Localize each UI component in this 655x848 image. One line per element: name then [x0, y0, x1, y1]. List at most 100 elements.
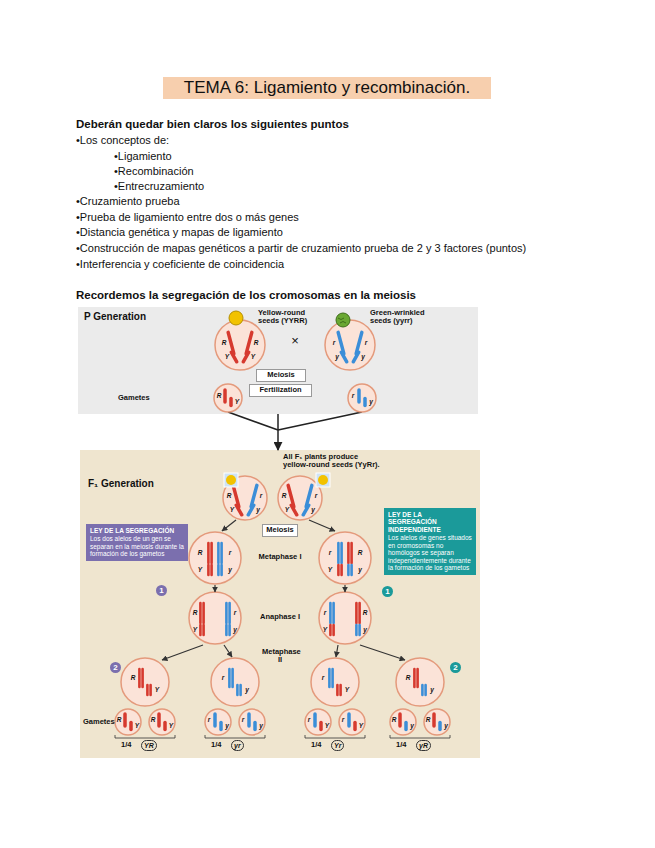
fertilization-line: [278, 412, 362, 430]
cell: [239, 709, 265, 735]
fraction-label: 1/4: [211, 741, 221, 750]
bullet-item: •Ligamiento: [114, 150, 172, 163]
figure-label: All F₁ plants produce yellow-round seeds…: [283, 453, 383, 470]
cell-outline: [339, 709, 365, 735]
cell: [211, 658, 259, 706]
allele-letter: Y: [227, 506, 237, 514]
cell-outline: [305, 709, 331, 735]
allele-letter: R: [195, 549, 205, 557]
fraction-label: 1/4: [311, 741, 321, 750]
chromosome: [336, 685, 339, 695]
chromosome: [199, 603, 202, 623]
chromosome: [243, 352, 249, 362]
process-arrow: [162, 645, 203, 660]
cell: [189, 532, 241, 584]
cell: [319, 532, 371, 584]
chromosome: [413, 669, 416, 687]
allele-letter: R: [423, 716, 433, 724]
callout-number: 1: [156, 585, 167, 596]
chromosome: [291, 505, 297, 515]
chromosome: [228, 332, 234, 353]
yellow-seed: [226, 475, 236, 485]
cell-outline: [214, 384, 242, 412]
box-heading: Fertilization: [252, 386, 309, 395]
cell-outline: [211, 658, 259, 706]
allele-letter: y: [332, 353, 342, 361]
allele-letter: r: [218, 674, 228, 682]
chromosome: [138, 669, 141, 687]
chromosome: [199, 625, 202, 635]
yellow-seed: [318, 475, 328, 485]
box-body: Los dos alelos de un gen se separan en l…: [90, 535, 184, 557]
allele-letter: y: [242, 686, 252, 694]
chromosome: [358, 625, 361, 635]
chromosome: [353, 352, 359, 362]
heading-text: Recordemos la segregación de los cromoso…: [76, 289, 416, 302]
allele-letter: R: [214, 392, 224, 400]
allele-letter: R: [224, 492, 234, 500]
chromosome: [236, 685, 239, 695]
allele-letter: r: [238, 716, 248, 724]
seed-frame: [316, 473, 330, 487]
allele-letter: R: [148, 716, 158, 724]
box-heading: Meiosis: [265, 526, 295, 535]
allele-letter: Y: [356, 722, 366, 730]
chromosome: [416, 669, 419, 687]
allele-letter: Y: [166, 722, 176, 730]
chromosome: [357, 390, 361, 402]
chromosome: [340, 543, 343, 563]
chromosome: [220, 543, 223, 563]
chromosome: [233, 485, 239, 506]
gamete-genotype: yr: [231, 740, 244, 751]
chromosome: [246, 332, 252, 353]
figure-label: Gametes: [118, 394, 158, 402]
allele-letter: y: [407, 722, 417, 730]
bracket: [390, 735, 450, 738]
process-arrow: [222, 520, 236, 531]
allele-letter: Y: [190, 626, 200, 634]
chromosome: [220, 565, 223, 575]
allele-letter: R: [403, 674, 413, 682]
chromosome: [421, 685, 424, 695]
cell: [319, 592, 371, 644]
panel-ground: [78, 307, 478, 414]
allele-letter: r: [225, 549, 235, 557]
cell-outline: [189, 532, 241, 584]
allele-letter: r: [304, 716, 314, 724]
cell-outline: [424, 709, 450, 735]
chromosome: [329, 625, 332, 635]
seed-frame: [224, 473, 238, 487]
cell-outline: [189, 592, 241, 644]
allele-letter: y: [427, 686, 437, 694]
chromosome: [356, 332, 362, 353]
chromosome: [306, 485, 312, 506]
chromosome: [239, 685, 242, 695]
chromosome: [347, 565, 350, 575]
figure-label: Metaphase I: [250, 553, 310, 561]
cell-outline: [348, 384, 376, 412]
cross-symbol: ×: [288, 334, 302, 349]
fertilization-line: [228, 412, 278, 430]
bullet-item: •Los conceptos de:: [76, 134, 169, 147]
allele-letter: R: [219, 339, 229, 347]
cell: [115, 709, 141, 735]
bullet-item: •Interferencia y coeficiente de coincide…: [76, 258, 284, 271]
box-heading: Meiosis: [259, 371, 303, 380]
chromosome: [350, 565, 353, 575]
allele-letter: r: [204, 716, 214, 724]
bullet-item: •Prueba de ligamiento entre dos o más ge…: [76, 211, 299, 224]
cell: [278, 476, 322, 520]
chromosome: [438, 723, 442, 730]
flow-arrow: [277, 414, 279, 450]
fraction-label: 1/4: [396, 741, 406, 750]
chromosome: [231, 669, 234, 687]
cell-outline: [390, 709, 416, 735]
cell-outline: [223, 476, 267, 520]
allele-letter: R: [355, 549, 365, 557]
allele-letter: r: [329, 339, 339, 347]
chromosome: [303, 505, 309, 515]
callout-number: 2: [450, 662, 461, 673]
chromosome: [163, 723, 167, 730]
cell-outline: [121, 658, 169, 706]
gamete-genotype: Yr: [331, 740, 344, 751]
